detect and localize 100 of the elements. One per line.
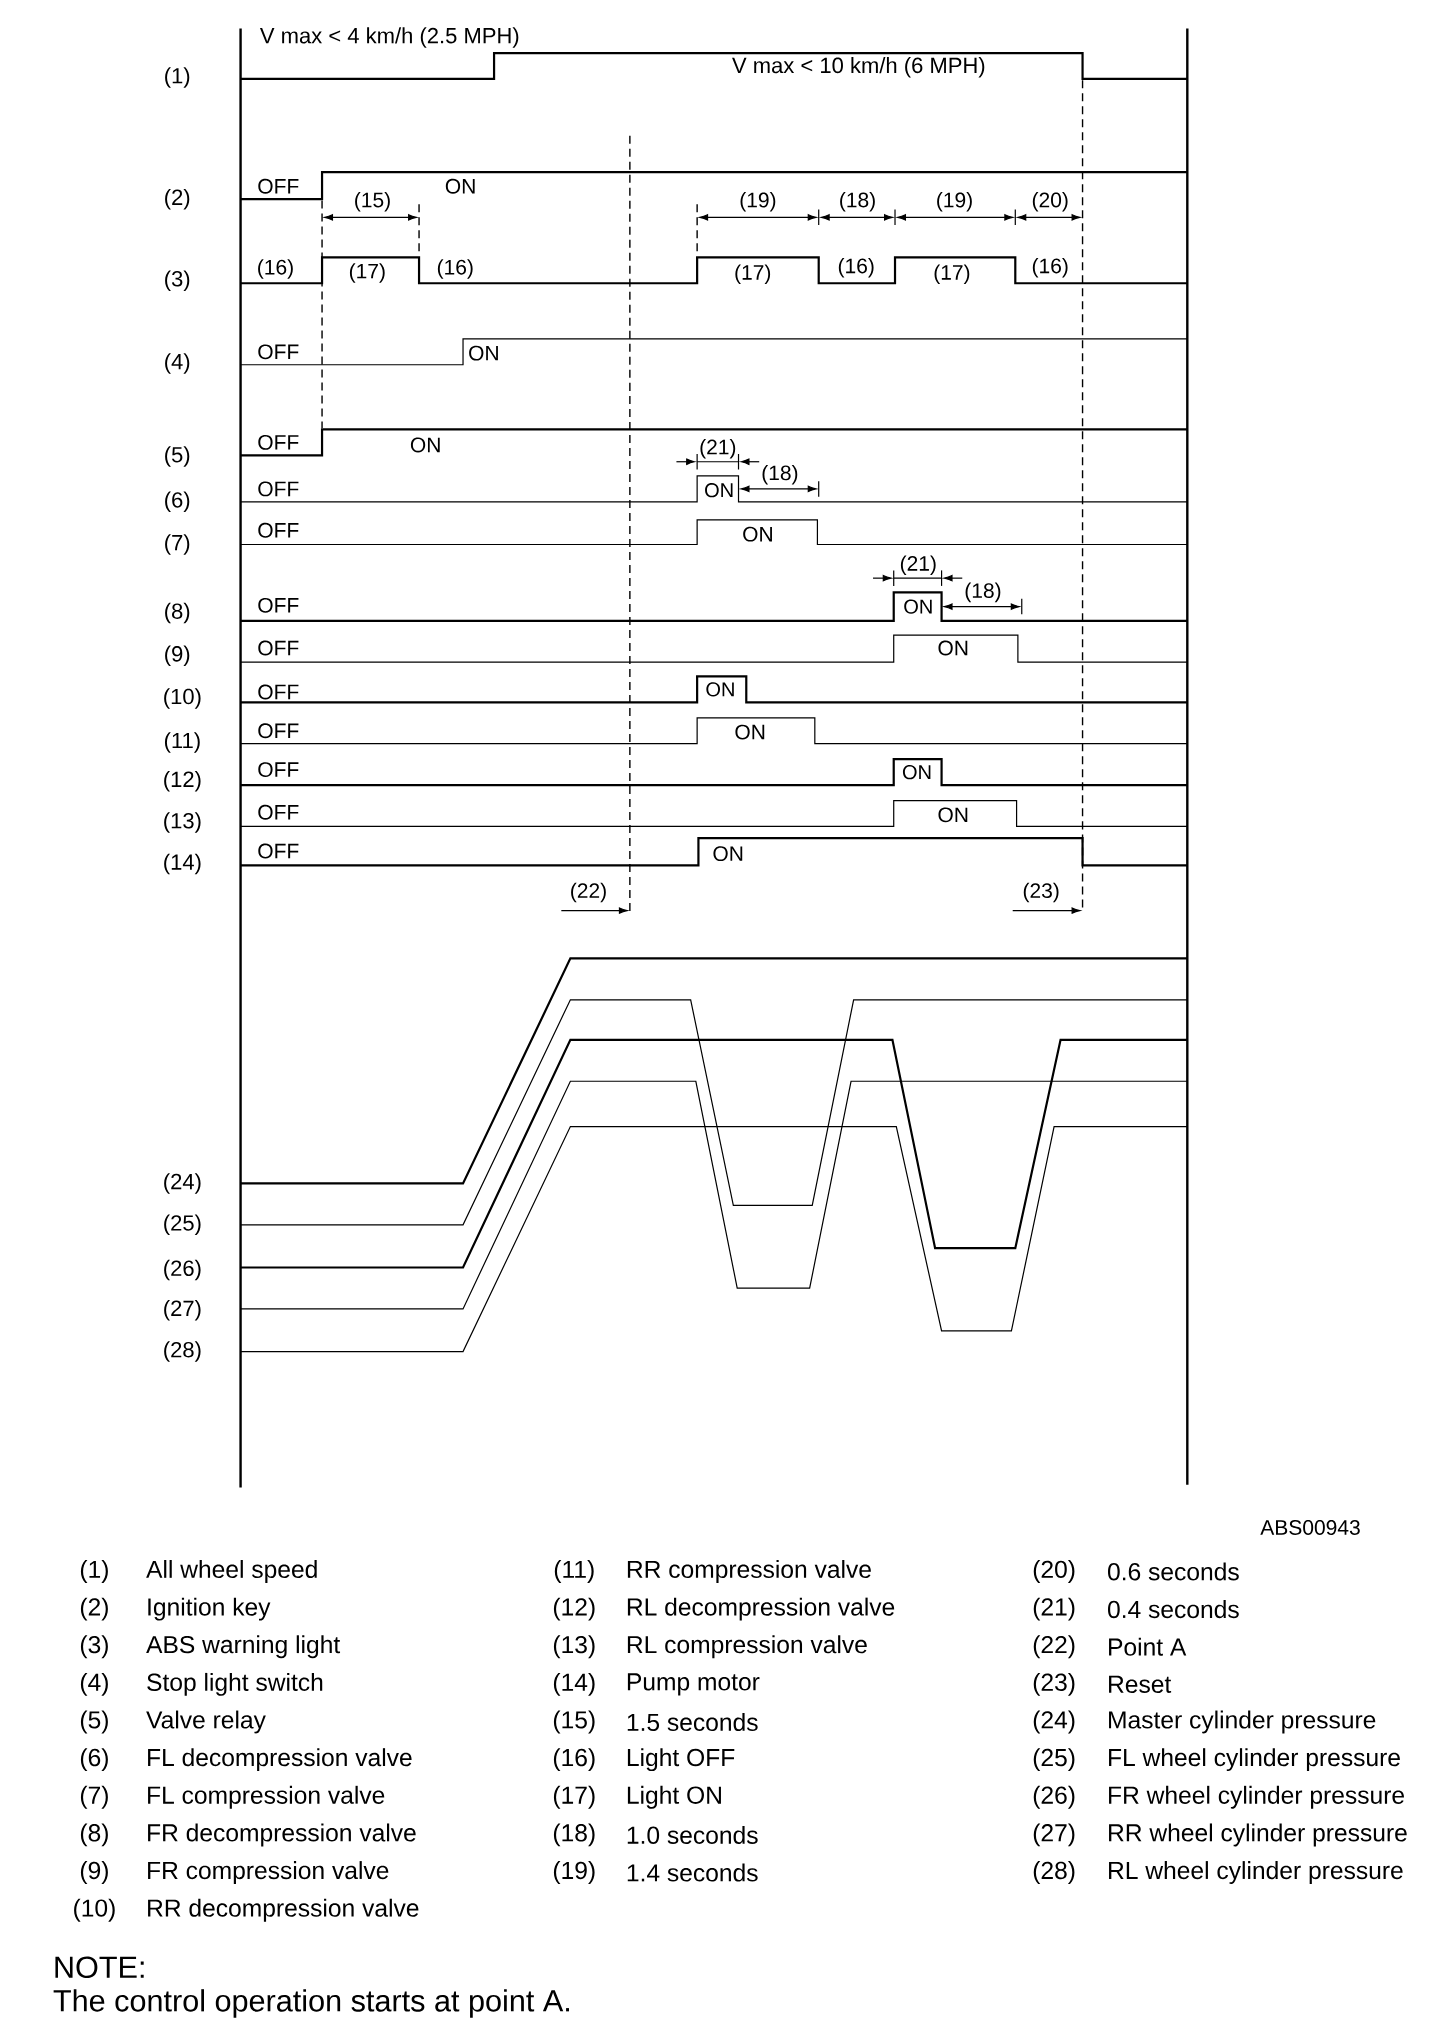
callout-number: (19) [740, 192, 776, 212]
key-text: Reset [1108, 1675, 1171, 1693]
callout-number: (18) [762, 464, 798, 485]
note-heading: NOTE: [55, 1956, 144, 1979]
state-label: ON [743, 526, 772, 542]
key-text: 0.6 seconds [1107, 1562, 1239, 1581]
key-text: FR decompression valve [147, 1823, 416, 1847]
key-text: Stop light switch [147, 1672, 323, 1696]
key-number: (25) [1033, 1748, 1075, 1772]
key-number: (8) [80, 1823, 108, 1847]
key-text: FL decompression valve [147, 1748, 412, 1772]
signal-number: (24) [164, 1173, 201, 1194]
key-text: Point A [1108, 1637, 1187, 1656]
key-text: FL wheel cylinder pressure [1108, 1748, 1400, 1772]
key-number: (3) [80, 1635, 108, 1659]
signal-number: (12) [164, 770, 201, 792]
callout-number: (22) [570, 882, 606, 903]
key-text: Ignition key [148, 1597, 271, 1621]
key-number: (14) [553, 1672, 595, 1696]
state-label: OFF [258, 434, 299, 450]
signal-number: (4) [164, 353, 190, 374]
key-number: (18) [553, 1823, 595, 1847]
key-number: (9) [80, 1861, 108, 1884]
key-number: (19) [553, 1861, 595, 1884]
key-text: 1.5 seconds [627, 1713, 758, 1732]
callout-number: (18) [965, 582, 1001, 603]
signal-number: (6) [164, 491, 190, 513]
state-label: ON [706, 682, 734, 697]
key-text: Pump motor [627, 1673, 760, 1696]
state-label: OFF [258, 723, 299, 739]
key-number: (1) [80, 1560, 108, 1583]
key-number: (17) [553, 1785, 595, 1809]
state-label: OFF [258, 481, 299, 497]
state-label: OFF [258, 804, 299, 820]
callout-number: (20) [1032, 192, 1068, 212]
key-number: (22) [1033, 1635, 1075, 1659]
callout-number: (18) [839, 192, 875, 212]
state-label: OFF [258, 597, 299, 613]
key-number: (23) [1033, 1672, 1075, 1696]
signal-number: (13) [164, 812, 201, 833]
signal-number: (5) [164, 446, 190, 467]
signal-number: (7) [164, 534, 190, 555]
signal-number: (10) [164, 688, 201, 709]
state-label: OFF [258, 843, 299, 859]
callout-number: (17) [735, 264, 770, 284]
state-label: ON [704, 483, 733, 498]
key-text: 1.4 seconds [627, 1863, 758, 1882]
key-number: (15) [553, 1710, 595, 1734]
key-number: (16) [553, 1748, 595, 1772]
key-number: (2) [80, 1597, 108, 1621]
state-label: OFF [258, 344, 299, 360]
signal-number: (3) [164, 270, 190, 291]
state-label: ON [938, 807, 968, 823]
key-number: (4) [80, 1672, 108, 1696]
callout-number: (21) [900, 555, 936, 575]
key-text: FR compression valve [147, 1861, 389, 1885]
key-number: (5) [80, 1710, 108, 1734]
key-text: FL compression valve [147, 1785, 385, 1809]
key-text: RR decompression valve [147, 1898, 419, 1922]
key-text: RL decompression valve [627, 1597, 894, 1621]
state-label: OFF [258, 178, 299, 194]
state-label: OFF [258, 762, 299, 777]
key-text: RR wheel cylinder pressure [1108, 1823, 1407, 1847]
key-number: (26) [1033, 1785, 1075, 1809]
signal-number: (25) [164, 1214, 201, 1236]
callout-number: (16) [437, 259, 473, 279]
key-text: Valve relay [146, 1710, 266, 1734]
state-label: ON [410, 437, 440, 453]
state-label: ON [938, 640, 968, 656]
signal-number: (1) [164, 67, 190, 88]
signal-number: (26) [164, 1259, 201, 1281]
note-text: The control operation starts at point A. [53, 1989, 569, 2018]
key-number: (6) [80, 1748, 108, 1772]
signal-number: (9) [164, 645, 190, 666]
callout-number: (16) [1032, 257, 1068, 278]
state-label: OFF [258, 640, 299, 656]
key-text: ABS warning light [145, 1635, 340, 1659]
key-text: RL compression valve [627, 1635, 867, 1659]
callout-number: (16) [838, 257, 874, 278]
key-number: (20) [1033, 1560, 1075, 1583]
state-label: ON [713, 846, 743, 862]
key-number: (21) [1033, 1597, 1075, 1621]
key-text: RR compression valve [627, 1560, 871, 1583]
speed-condition-label: V max < 4 km/h (2.5 MPH) [259, 27, 519, 48]
state-label: ON [468, 345, 498, 361]
key-text: RL wheel cylinder pressure [1108, 1861, 1403, 1885]
signal-number: (8) [164, 602, 190, 624]
state-label: ON [902, 765, 931, 780]
key-number: (11) [554, 1560, 594, 1583]
state-label: OFF [258, 522, 299, 538]
callout-number: (16) [257, 259, 293, 279]
key-number: (27) [1033, 1823, 1075, 1847]
key-text: Light OFF [627, 1748, 735, 1772]
key-text: All wheel speed [145, 1560, 317, 1583]
signal-number: (11) [164, 732, 200, 753]
key-number: (13) [553, 1635, 595, 1659]
callout-number: (21) [700, 439, 735, 459]
state-label: OFF [258, 684, 299, 700]
key-text: 0.4 seconds [1107, 1600, 1239, 1619]
key-number: (28) [1033, 1861, 1075, 1884]
